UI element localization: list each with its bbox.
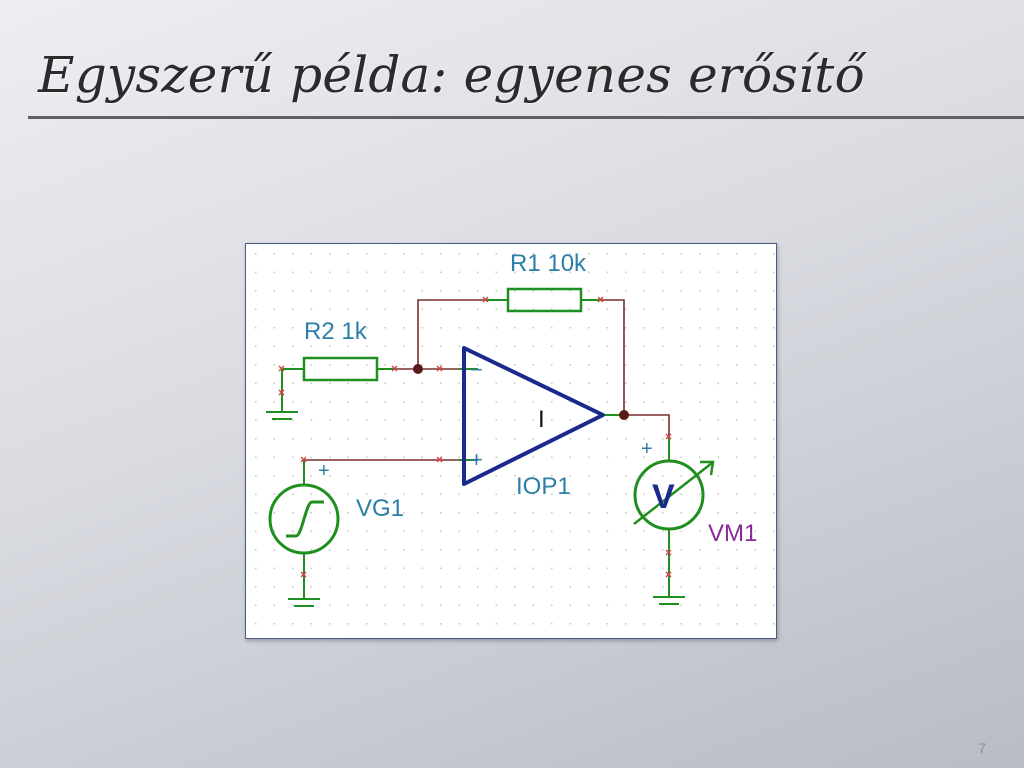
pin-marks — [278, 296, 672, 578]
voltmeter-vm1[interactable] — [633, 438, 715, 597]
grid-background — [246, 244, 776, 638]
source-label: VG1 — [356, 495, 404, 522]
r1-label: R1 10k — [510, 250, 587, 277]
circuit-diagram: R1 10k R2 1k − + I IOP1 — [245, 243, 777, 639]
circuit-schematic: R1 10k R2 1k − + I IOP1 — [246, 244, 776, 638]
meter-label: VM1 — [708, 520, 757, 547]
opamp-plus-sign: + — [470, 447, 483, 472]
junction-node-minus — [413, 364, 423, 374]
meter-symbol: V — [652, 478, 675, 516]
voltage-source-vg1[interactable] — [268, 460, 340, 599]
slide-number: 7 — [978, 740, 986, 756]
step-signal-icon — [286, 500, 324, 538]
opamp-minus-sign: − — [470, 357, 483, 382]
ground-vm1 — [653, 596, 685, 605]
meter-plus-sign: + — [641, 438, 653, 460]
source-plus-sign: + — [318, 460, 330, 482]
slide-title: Egyszerű példa: egyenes erősítő — [38, 46, 865, 104]
output-to-meter-wire — [624, 414, 670, 438]
feedback-wire — [417, 299, 508, 369]
ground-vg1 — [288, 598, 320, 607]
junction-node-output — [619, 410, 629, 420]
opamp-label: IOP1 — [516, 473, 571, 500]
opamp-symbol: I — [538, 406, 545, 433]
r2-label: R2 1k — [304, 318, 368, 345]
meter-arrow-icon — [633, 462, 713, 525]
title-underline — [28, 116, 1024, 119]
resistor-r1[interactable] — [486, 287, 602, 313]
ground-r2 — [266, 384, 298, 420]
